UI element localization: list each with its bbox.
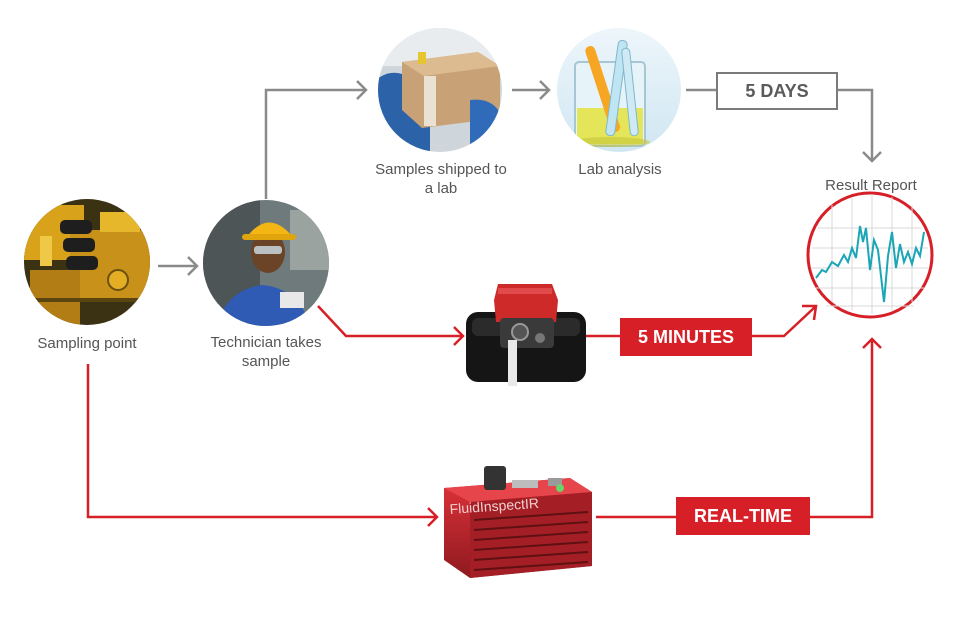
arrow-head [453,326,465,346]
spectrum-chart-icon [806,191,934,319]
inline-sensor-icon: FluidInspectIR [444,466,592,578]
engine-photo [24,199,150,325]
technician-photo [203,200,329,326]
portable-analyzer-icon [466,284,586,386]
duration-5-minutes: 5 MINUTES [620,318,752,356]
lab-tubes-photo [557,28,681,152]
device-brand-text: FluidInspectIR [449,495,539,517]
duration-real-time: REAL-TIME [676,497,810,535]
label-technician: Technician takes sample [210,334,322,370]
arrow-head [356,80,368,100]
arrow-head [539,80,551,100]
arrow-sampling-to-inline [86,364,436,519]
shipping-box-photo [378,28,502,152]
label-result-report: Result Report [825,177,917,194]
arrow-days-to-result [838,88,874,160]
label-sampling-point: Sampling point [37,335,137,352]
red-connectors [86,304,882,527]
label-shipped: Samples shipped to a lab [375,161,507,197]
arrow-minutes-to-result [752,306,816,338]
arrow-head [802,304,818,321]
arrow-technician-to-portable [317,305,462,338]
arrow-head [862,151,882,163]
grey-connectors [158,80,882,276]
arrow-technician-to-shipping [264,88,366,199]
duration-5-days: 5 DAYS [716,72,838,110]
arrow-realtime-to-result [810,340,874,519]
arrow-head [862,337,882,349]
arrow-head [187,256,199,276]
label-lab-analysis: Lab analysis [578,161,662,178]
arrow-head [427,507,439,527]
